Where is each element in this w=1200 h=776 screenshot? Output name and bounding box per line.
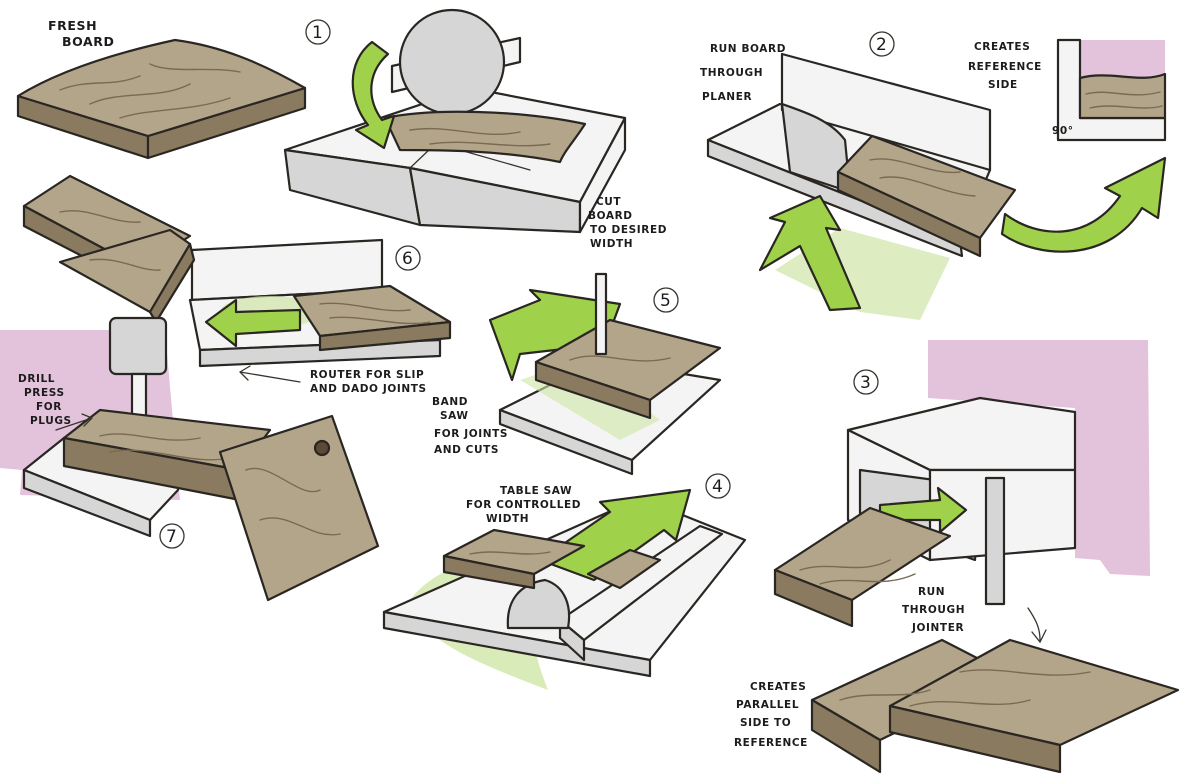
step-1-number: 1 [312, 23, 323, 43]
step-7-number: 7 [166, 527, 177, 547]
step-5-label-line3: FOR JOINTS [434, 428, 508, 440]
circular-saw-blade-icon [398, 8, 506, 116]
step-7-drill-press [22, 316, 380, 602]
step-1-label-line2: BOARD [588, 210, 633, 222]
step-4-table-saw [382, 488, 747, 690]
step-4-label-line1: TABLE SAW [500, 485, 572, 497]
step-3-jointer [773, 396, 1077, 628]
step-1-saw [283, 8, 627, 234]
step-3-label-line2: THROUGH [902, 604, 965, 616]
step-7-label-line4: PLUGS [30, 415, 72, 427]
step-4-label-line2: FOR CONTROLLED [466, 499, 581, 511]
table-saw-blade-icon [506, 578, 571, 630]
step-2-label-line1: RUN BOARD [710, 43, 786, 55]
step-5-band-saw [488, 272, 722, 476]
step-2-label-line3: PLANER [702, 91, 752, 103]
reference-side-inset [1056, 38, 1167, 142]
step-2-label-line2: THROUGH [700, 67, 763, 79]
step-6-label-line1: ROUTER FOR SLIP [310, 369, 424, 381]
step-5-label-line4: AND CUTS [434, 444, 499, 456]
inset-label-line3: SIDE [988, 79, 1018, 91]
inset-label-line1: CREATES [974, 41, 1030, 53]
step-4-number: 4 [712, 477, 723, 497]
result-label-line3: SIDE TO [740, 717, 791, 729]
step-5-label-line1: BAND [432, 396, 468, 408]
parallel-boards-result [810, 638, 1180, 774]
step-1-label-line3: TO DESIRED [590, 224, 667, 236]
fresh-board-label-line2: BOARD [62, 34, 115, 49]
result-label-line4: REFERENCE [734, 737, 808, 749]
step-4-label-line3: WIDTH [486, 513, 529, 525]
step-7-label-line1: DRILL [18, 373, 55, 385]
step-3-label-line3: JOINTER [911, 622, 964, 634]
step-5-label-line2: SAW [440, 410, 469, 422]
step-7-label-line3: FOR [36, 401, 62, 413]
result-label-line1: CREATES [750, 681, 806, 693]
step-5-number: 5 [660, 291, 671, 311]
step-2-planer [706, 52, 1167, 320]
step-2-number: 2 [876, 35, 887, 55]
step-6-label-line2: AND DADO JOINTS [310, 383, 427, 395]
step-6-router [188, 238, 452, 368]
band-saw-blade-icon [594, 272, 608, 356]
inset-label-line2: REFERENCE [968, 61, 1042, 73]
step-7-label-line2: PRESS [24, 387, 65, 399]
step-6-number: 6 [402, 249, 413, 269]
step-3-label-line1: RUN [918, 586, 945, 598]
result-label-line2: PARALLEL [736, 699, 799, 711]
step-1-label-line1: CUT [596, 196, 621, 208]
dado-board-pieces [22, 174, 196, 324]
step-1-label-line4: WIDTH [590, 238, 633, 250]
inset-angle-label: 90° [1052, 125, 1074, 137]
step-3-number: 3 [860, 373, 871, 393]
fresh-board-label-line1: FRESH [48, 18, 97, 33]
fresh-board [16, 38, 307, 160]
